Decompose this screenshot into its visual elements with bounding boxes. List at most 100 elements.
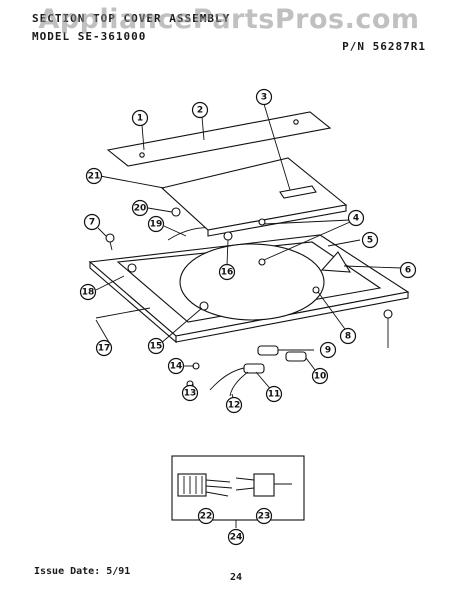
callout-17: 17 bbox=[95, 339, 113, 357]
harness-block-22-pins bbox=[183, 476, 203, 494]
wire-12 bbox=[209, 367, 249, 397]
callout-circle bbox=[339, 327, 357, 345]
part-number: P/N 56287R1 bbox=[342, 40, 426, 53]
tub-opening bbox=[179, 243, 325, 321]
callout-10: 10 bbox=[311, 367, 329, 385]
callout-circle bbox=[347, 209, 365, 227]
callout-label: 1 bbox=[137, 114, 143, 124]
callout-label: 14 bbox=[170, 362, 183, 372]
callout-label: 24 bbox=[230, 533, 243, 543]
connector-11 bbox=[243, 363, 265, 374]
clip-4a bbox=[258, 218, 266, 226]
callout-circle bbox=[319, 341, 337, 359]
section-title: TOP COVER ASSEMBLY bbox=[92, 12, 231, 25]
callout-label: 21 bbox=[88, 172, 101, 182]
callout-7: 7 bbox=[83, 213, 101, 231]
callout-circle bbox=[131, 109, 149, 127]
callout-circle bbox=[225, 396, 243, 414]
callout-label: 23 bbox=[258, 512, 271, 522]
section-line: SECTION TOP COVER ASSEMBLY bbox=[32, 12, 230, 25]
screw-16 bbox=[223, 231, 233, 241]
callout-9: 9 bbox=[319, 341, 337, 359]
callout-3: 3 bbox=[255, 88, 273, 106]
connector-9 bbox=[257, 345, 279, 356]
callout-circle bbox=[227, 528, 245, 546]
callout-4: 4 bbox=[347, 209, 365, 227]
callout-circle bbox=[191, 101, 209, 119]
callout-circle bbox=[265, 385, 283, 403]
callout-label: 15 bbox=[150, 342, 163, 352]
screw-7-right bbox=[383, 309, 393, 319]
callout-circle bbox=[218, 263, 236, 281]
callout-circle bbox=[255, 88, 273, 106]
callout-label: 4 bbox=[353, 214, 359, 224]
issue-date: Issue Date: 5/91 bbox=[34, 566, 131, 577]
callout-20: 20 bbox=[131, 199, 149, 217]
clip-20 bbox=[171, 207, 181, 217]
callout-24: 24 bbox=[227, 528, 245, 546]
callout-6: 6 bbox=[399, 261, 417, 279]
trim-strip bbox=[106, 111, 332, 167]
callout-circle bbox=[147, 215, 165, 233]
model-value: SE-361000 bbox=[77, 30, 147, 43]
lid-switch bbox=[320, 251, 352, 273]
callout-label: 17 bbox=[98, 344, 111, 354]
harness-wires-22 bbox=[205, 479, 233, 497]
harness-block-23 bbox=[253, 473, 275, 497]
callout-23: 23 bbox=[255, 507, 273, 525]
wire-17 bbox=[95, 307, 151, 319]
callout-label: 16 bbox=[221, 268, 234, 278]
callout-8: 8 bbox=[339, 327, 357, 345]
page-number: 24 bbox=[230, 572, 243, 583]
lid-edge bbox=[207, 204, 347, 237]
callout-11: 11 bbox=[265, 385, 283, 403]
screw-7-left bbox=[105, 233, 115, 243]
callout-circle bbox=[255, 507, 273, 525]
callout-label: 2 bbox=[197, 106, 203, 116]
callout-circle bbox=[181, 384, 199, 402]
callout-label: 8 bbox=[345, 332, 351, 342]
callout-18: 18 bbox=[79, 283, 97, 301]
harness-wires-23 bbox=[235, 477, 292, 491]
callout-label: 13 bbox=[184, 389, 197, 399]
callout-circle bbox=[399, 261, 417, 279]
callout-16: 16 bbox=[218, 263, 236, 281]
callout-label: 7 bbox=[89, 218, 95, 228]
connector-10 bbox=[285, 351, 307, 362]
section-label: SECTION bbox=[32, 12, 86, 25]
callout-circle bbox=[311, 367, 329, 385]
callout-label: 12 bbox=[228, 401, 241, 411]
callout-label: 11 bbox=[268, 390, 281, 400]
callout-21: 21 bbox=[85, 167, 103, 185]
harness-block-22 bbox=[177, 473, 207, 497]
callout-label: 18 bbox=[82, 288, 95, 298]
callout-1: 1 bbox=[131, 109, 149, 127]
callout-circle bbox=[131, 199, 149, 217]
callout-label: 5 bbox=[367, 236, 373, 246]
callout-circle bbox=[147, 337, 165, 355]
callout-15: 15 bbox=[147, 337, 165, 355]
watermark: AppliancePartsPros.com bbox=[38, 4, 420, 35]
screw-7-left-shank bbox=[109, 241, 113, 251]
callout-12: 12 bbox=[225, 396, 243, 414]
callout-2: 2 bbox=[191, 101, 209, 119]
callout-circle bbox=[361, 231, 379, 249]
callout-circle bbox=[79, 283, 97, 301]
callout-label: 3 bbox=[261, 93, 267, 103]
screw-strip-1 bbox=[139, 152, 145, 158]
callout-label: 19 bbox=[150, 220, 163, 230]
model-line: MODEL SE-361000 bbox=[32, 30, 146, 43]
callout-circle bbox=[95, 339, 113, 357]
clip-4b bbox=[258, 258, 266, 266]
callout-circle bbox=[167, 357, 185, 375]
lid bbox=[160, 157, 348, 231]
callout-19: 19 bbox=[147, 215, 165, 233]
model-label: MODEL bbox=[32, 30, 71, 43]
lid-handle bbox=[279, 185, 317, 199]
callout-label: 22 bbox=[200, 512, 213, 522]
callout-circle bbox=[83, 213, 101, 231]
callout-22: 22 bbox=[197, 507, 215, 525]
callout-label: 6 bbox=[405, 266, 411, 276]
